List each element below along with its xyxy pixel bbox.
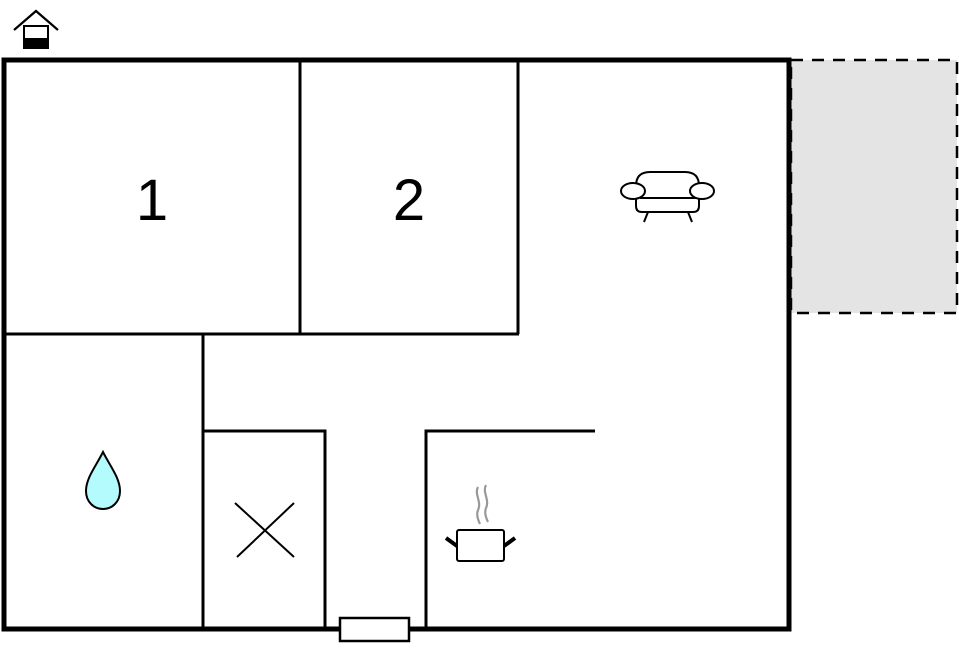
water-drop-icon [84,449,122,511]
cooking-pot-icon [444,484,517,562]
cross-icon [234,502,295,558]
outer-wall [1,57,792,632]
interior-walls [4,60,595,629]
sofa-icon [620,171,715,223]
room-label-1: 1 [136,168,168,233]
terrace [789,58,959,315]
house-entrance-icon [13,9,59,49]
room-label-2: 2 [393,168,425,233]
door-icon [338,616,411,643]
